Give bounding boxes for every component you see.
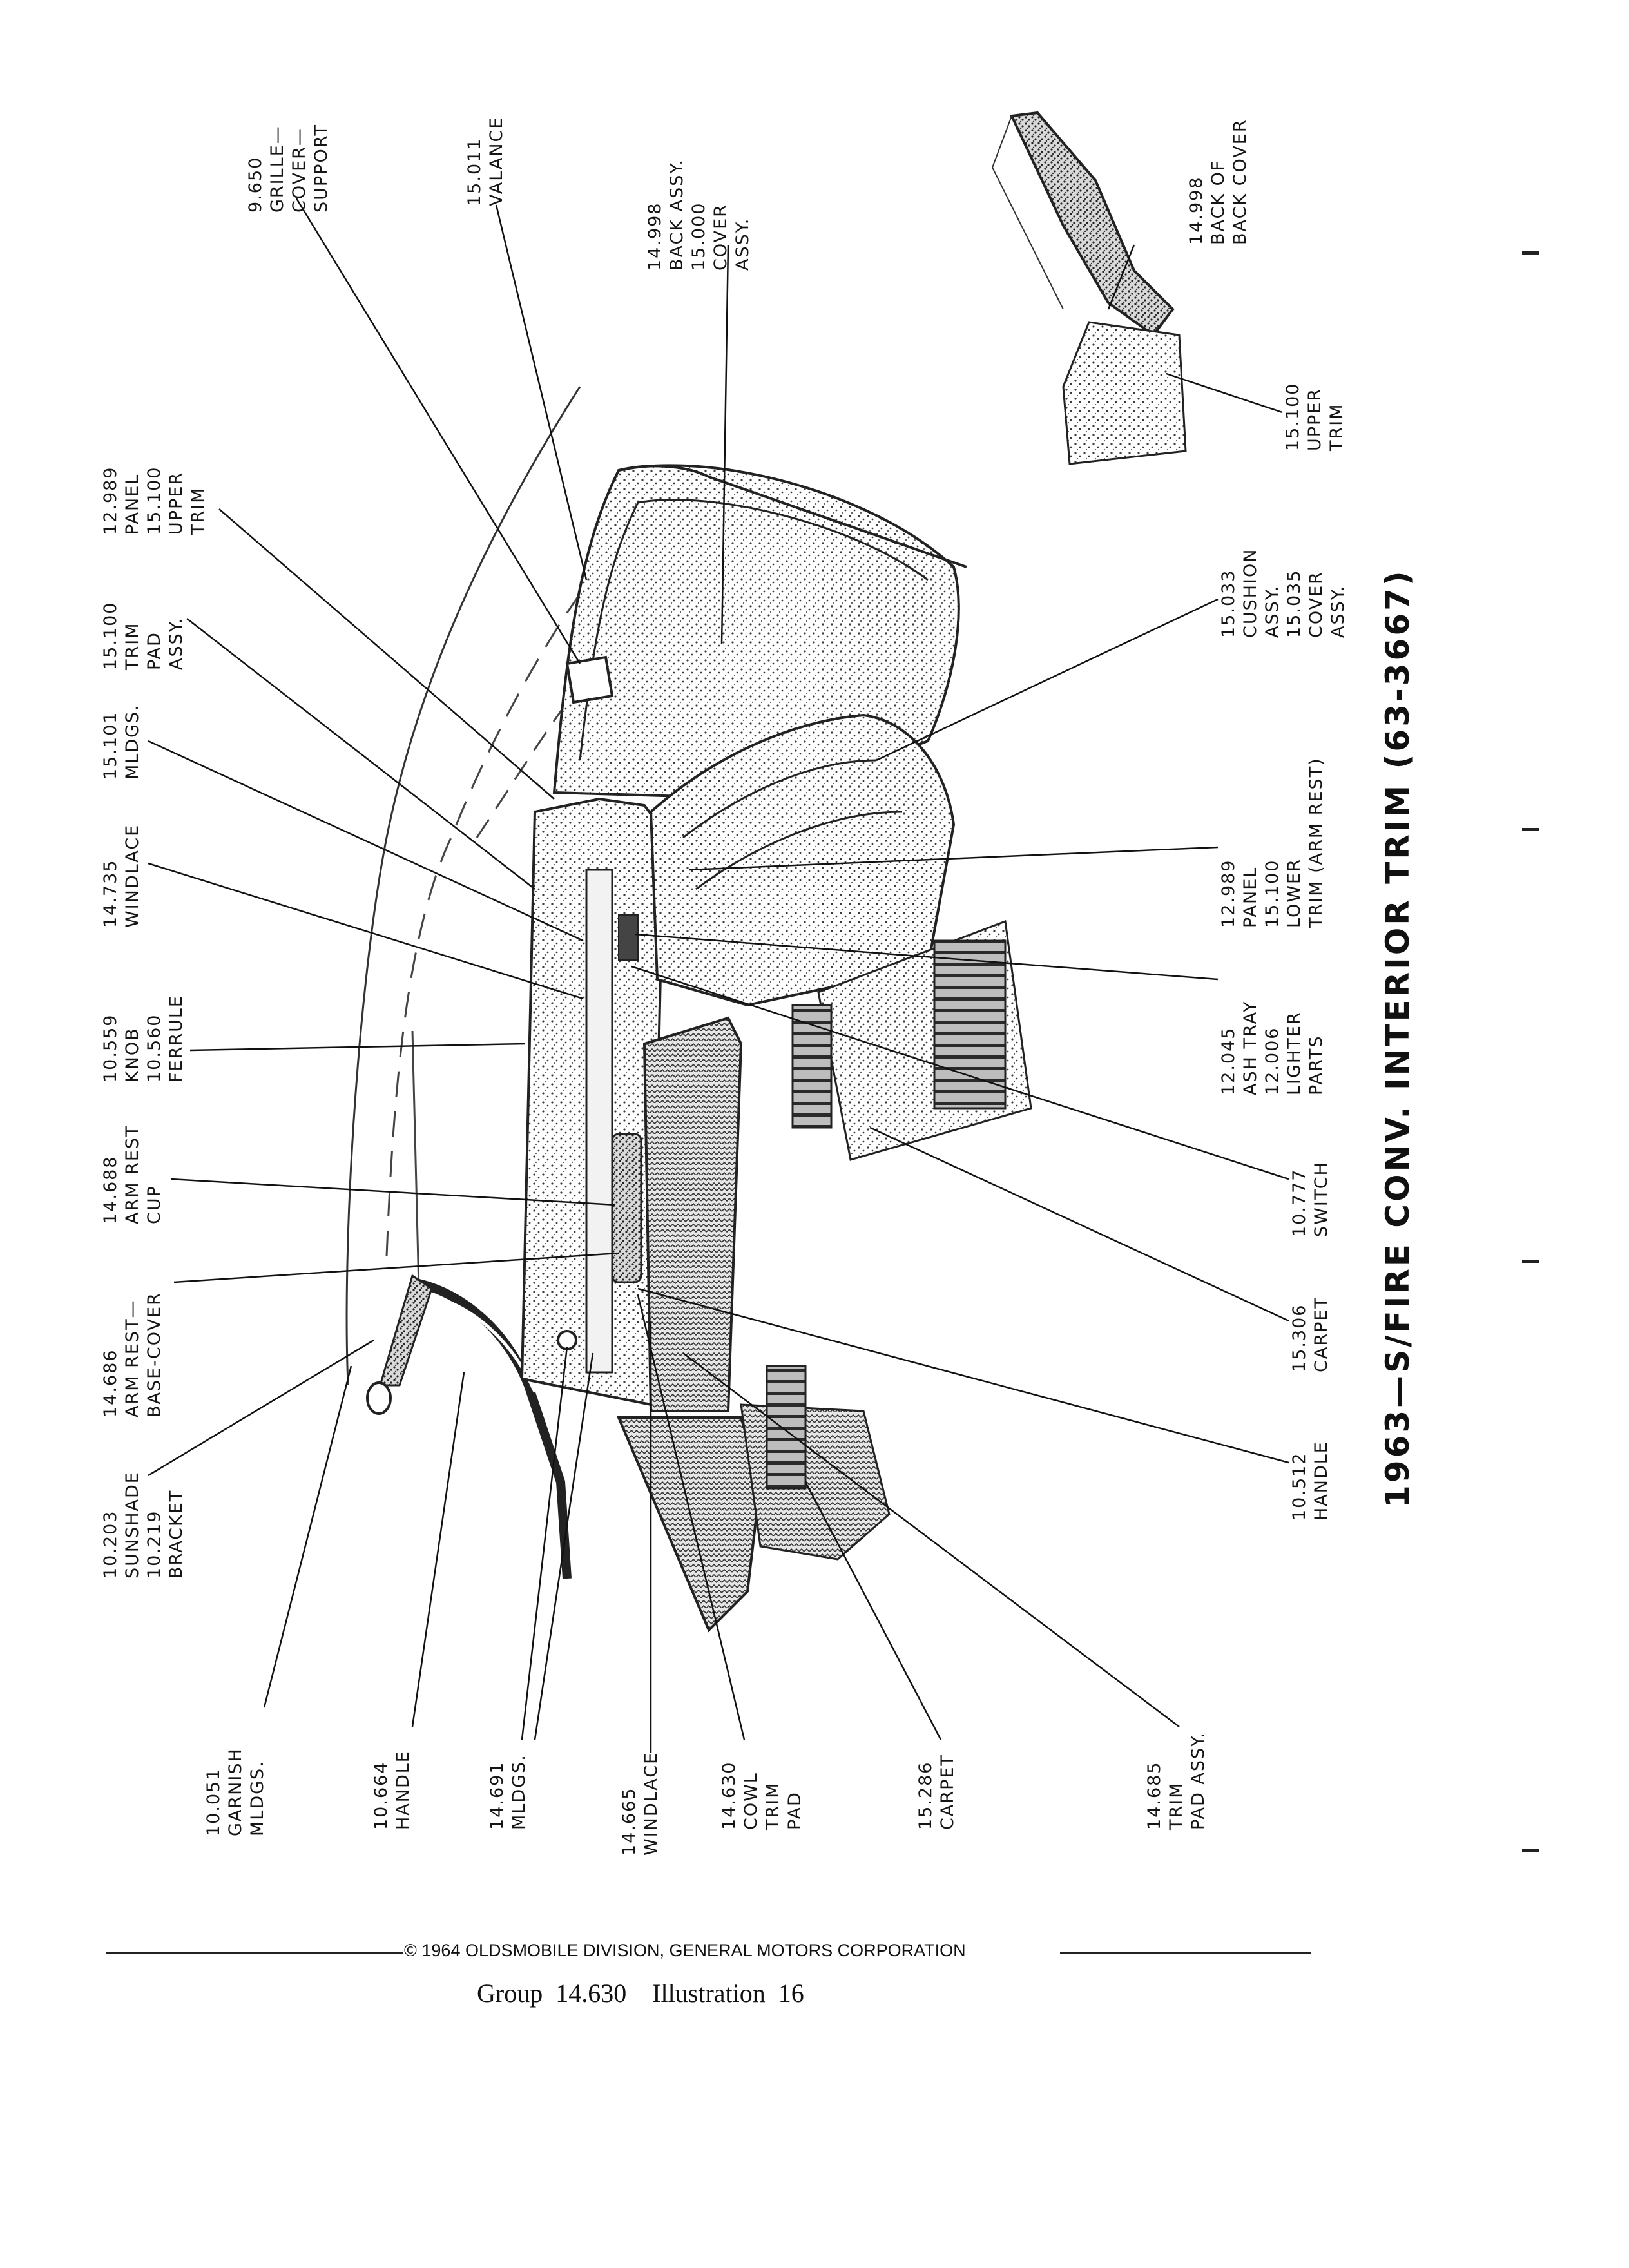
speaker-grille xyxy=(933,939,1007,1110)
side-vent xyxy=(766,1365,807,1490)
edge-mark xyxy=(1522,251,1539,255)
edge-mark xyxy=(1522,1260,1539,1263)
footer-rule: © 1964 OLDSMOBILE DIVISION, GENERAL MOTO… xyxy=(106,1939,1311,1965)
group-label: Group xyxy=(477,1979,543,2008)
ash-tray xyxy=(618,914,639,961)
cowl-trim-pad xyxy=(616,1416,762,1633)
sunshade xyxy=(378,1274,433,1387)
seat-back-cover xyxy=(579,499,929,761)
body-outline xyxy=(345,386,581,1386)
sunshade-pivot xyxy=(366,1381,392,1415)
inset-upper-trim xyxy=(1062,321,1187,465)
illustration-label: Illustration xyxy=(652,1979,766,2008)
seat-cushion xyxy=(649,713,956,1007)
seat-valance xyxy=(618,465,967,568)
arm-rest xyxy=(611,1133,642,1283)
diagram-title: 1963—S/FIRE CONV. INTERIOR TRIM (63-3667… xyxy=(1379,568,1416,1508)
copyright-notice: © 1964 OLDSMOBILE DIVISION, GENERAL MOTO… xyxy=(404,1941,966,1960)
door-handle-knob xyxy=(557,1330,577,1350)
illustration-number: 16 xyxy=(778,1979,804,2008)
inset-back-cover xyxy=(1010,111,1175,337)
speaker-grille-2 xyxy=(791,1004,833,1129)
lower-door-carpet xyxy=(642,1016,743,1412)
leader-lines xyxy=(148,198,1289,1753)
edge-mark xyxy=(1522,1849,1539,1852)
group-number: 14.630 xyxy=(555,1979,627,2008)
body-outline-dashed xyxy=(385,566,601,1257)
door-moulding-strip xyxy=(585,869,613,1374)
floor-carpet xyxy=(740,1403,891,1561)
group-illustration-line: Group 14.630 Illustration 16 xyxy=(477,1978,804,2008)
edge-mark xyxy=(1522,828,1539,831)
grille-cover xyxy=(565,655,614,704)
